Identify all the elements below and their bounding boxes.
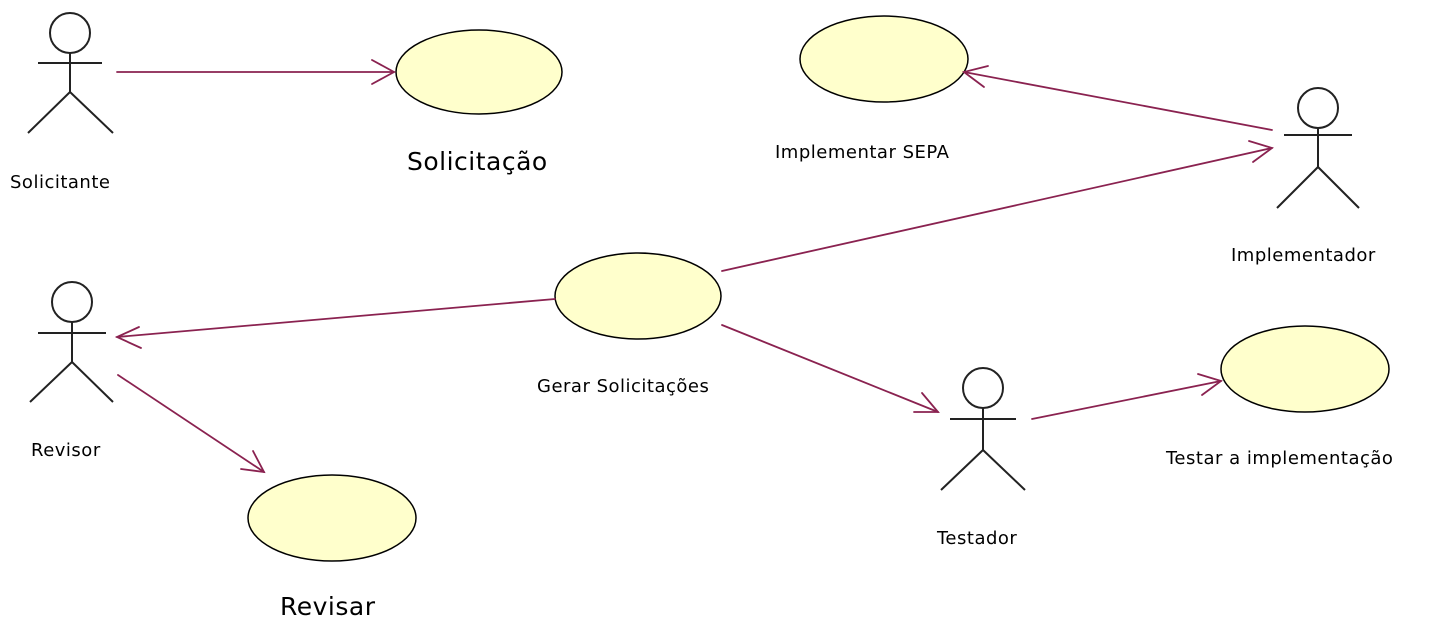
- association-gerar-revisor: [114, 298, 556, 349]
- usecase-label-revisar: Revisar: [280, 592, 376, 621]
- actor-solicitante-figure: [27, 12, 114, 134]
- usecase-testar-implementacao-ellipse: [1220, 325, 1390, 413]
- usecase-implementar-sepa-ellipse: [799, 15, 969, 103]
- actor-label-revisor: Revisor: [31, 440, 101, 461]
- actor-implementador-figure: [1276, 87, 1360, 209]
- usecase-label-implementar-sepa: Implementar SEPA: [775, 142, 950, 163]
- association-gerar-testador: [721, 324, 940, 413]
- actor-testador-figure: [940, 367, 1026, 491]
- actor-label-testador: Testador: [937, 528, 1018, 549]
- association-gerar-implementador: [721, 140, 1274, 272]
- usecase-label-solicitacao: Solicitação: [407, 147, 548, 176]
- association-revisor-revisar: [117, 374, 266, 474]
- actor-revisor-figure: [29, 281, 114, 403]
- usecase-label-gerar-solicitacoes: Gerar Solicitações: [537, 376, 710, 397]
- actor-label-solicitante: Solicitante: [10, 172, 111, 193]
- association-solicitante-solicitacao: [116, 59, 396, 85]
- usecase-revisar-ellipse: [247, 474, 417, 562]
- usecase-label-testar-implementacao: Testar a implementação: [1166, 448, 1394, 469]
- actor-label-implementador: Implementador: [1231, 245, 1376, 266]
- association-testador-testar: [1031, 373, 1223, 420]
- usecase-solicitacao-ellipse: [395, 29, 563, 115]
- usecase-gerar-solicitacoes-ellipse: [554, 252, 722, 340]
- association-implementador-implementar-sepa: [961, 65, 1273, 131]
